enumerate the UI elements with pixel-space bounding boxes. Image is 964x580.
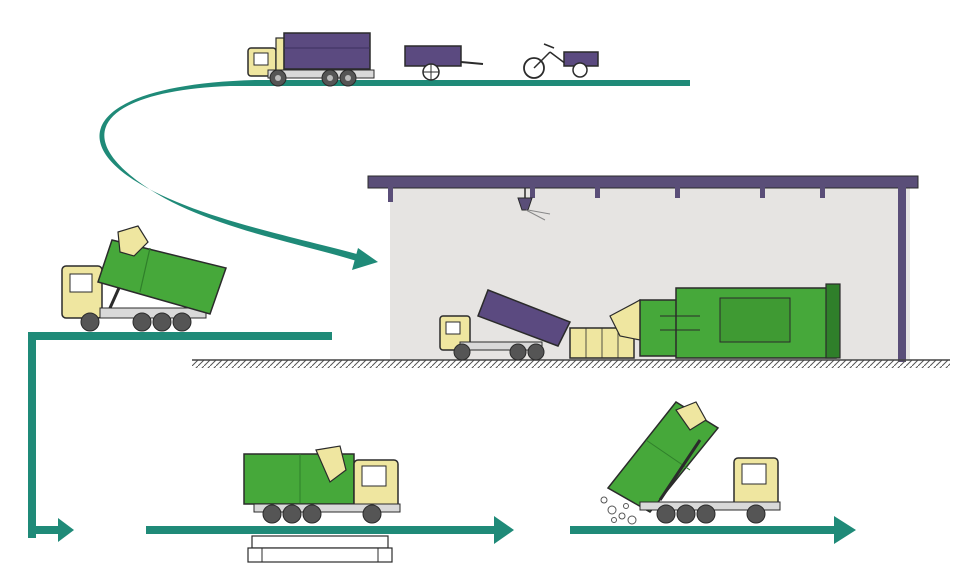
left-down-path bbox=[28, 332, 332, 542]
weighbridge-icon bbox=[247, 535, 393, 563]
loaded-hooklift-truck bbox=[243, 445, 401, 524]
unloading-hooklift-truck bbox=[600, 401, 781, 525]
ground-hatch bbox=[192, 359, 950, 368]
handcart bbox=[404, 45, 484, 81]
station-dump-truck bbox=[439, 289, 572, 361]
top-road-path bbox=[99, 80, 691, 270]
ceiling-sprayer-icon bbox=[517, 188, 551, 221]
station-column bbox=[898, 186, 906, 362]
spilled-waste bbox=[600, 496, 637, 525]
bottom-road-middle bbox=[146, 516, 514, 544]
station-roof bbox=[367, 175, 919, 189]
hooklift-truck-loading bbox=[61, 225, 227, 332]
collection-truck bbox=[247, 32, 375, 87]
arrow-into-station bbox=[352, 248, 378, 270]
compactor-icon bbox=[639, 283, 841, 359]
cargo-tricycle bbox=[523, 43, 599, 79]
bottom-road-right bbox=[570, 516, 856, 544]
